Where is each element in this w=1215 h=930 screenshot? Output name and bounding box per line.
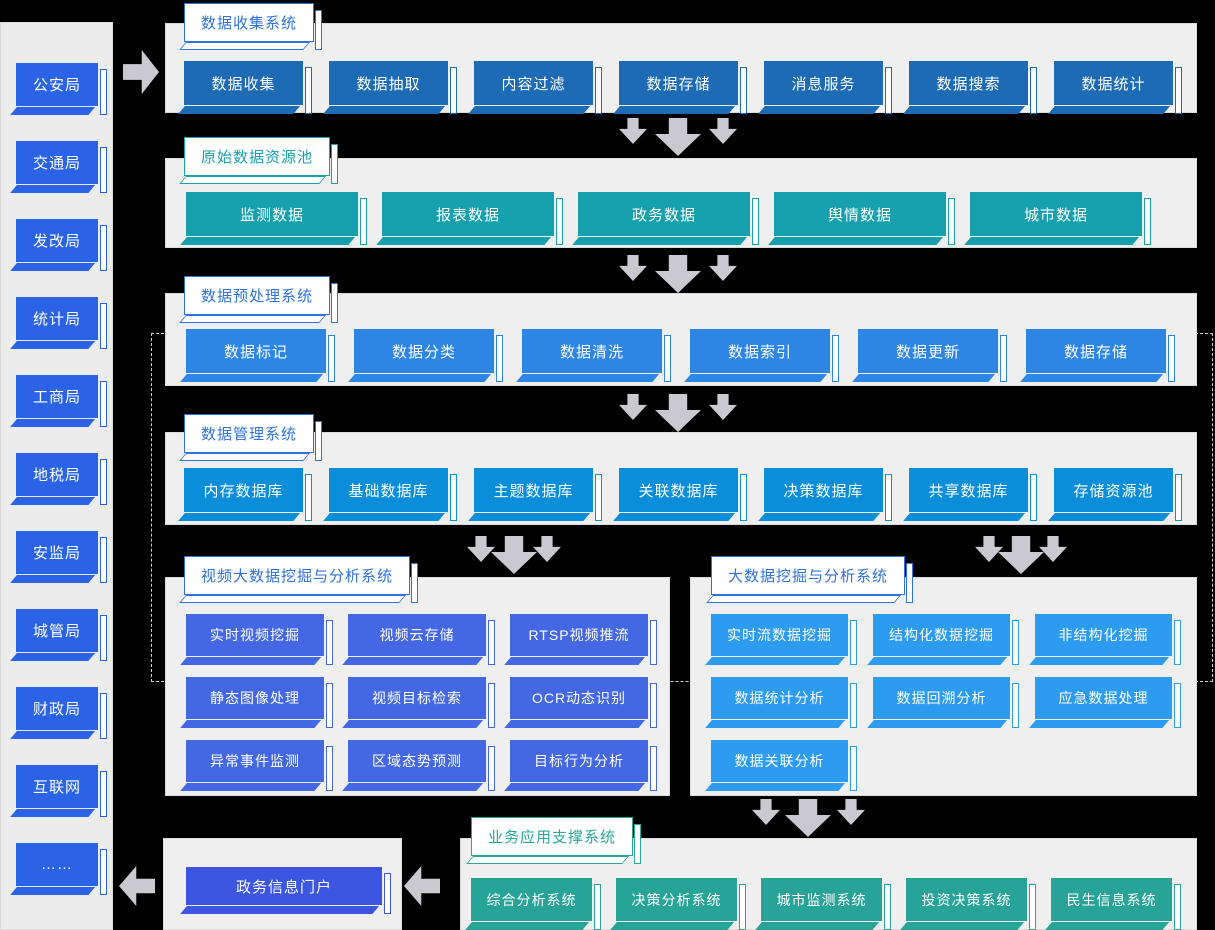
item-box: 视频云存储 (348, 614, 495, 665)
item-box: 监测数据 (186, 192, 367, 245)
portal-box: 政务信息门户 (186, 867, 391, 914)
left-arrow-icon (404, 866, 440, 906)
item-box: 政务数据 (578, 192, 759, 245)
item-box: 结构化数据挖掘 (873, 614, 1019, 665)
item-box: 安监局 (16, 531, 107, 583)
down-arrow-icon (752, 799, 780, 825)
item-box: 数据搜索 (909, 61, 1037, 114)
section-title: 数据管理系统 (184, 414, 323, 461)
preprocessing-items: 数据标记数据分类数据清洗数据索引数据更新数据存储 (186, 329, 1175, 382)
item-box: 数据标记 (186, 329, 335, 382)
item-box: 数据索引 (690, 329, 839, 382)
item-box: 目标行为分析 (510, 740, 657, 791)
video-mining-items: 实时视频挖掘视频云存储 RTSP视频推流静态图像处理视频目标检索 OCR动态识别异常… (186, 614, 657, 791)
portal-panel: 政务信息门户 (163, 838, 402, 930)
item-box: 内容过滤 (474, 61, 602, 114)
item-box: 发改局 (16, 219, 107, 271)
item-box: 统计局 (16, 297, 107, 349)
down-arrow-icon (655, 118, 701, 156)
section-title: 视频大数据挖掘与分析系统 (184, 556, 419, 603)
item-box: 报表数据 (382, 192, 563, 245)
item-box: 异常事件监测 (186, 740, 333, 791)
item-box: 民生信息系统 (1051, 878, 1181, 930)
item-box: 工商局 (16, 375, 107, 427)
item-box: 数据统计分析 (711, 677, 857, 728)
data-collection-items: 数据收集数据抽取内容过滤数据存储消息服务数据搜索数据统计 (184, 61, 1182, 114)
preprocessing-panel: 数据预处理系统 数据标记数据分类数据清洗数据索引数据更新数据存储 (165, 276, 1197, 386)
section-title: 原始数据资源池 (184, 137, 339, 184)
item-box: 关联数据库 (619, 468, 747, 521)
item-box: 数据关联分析 (711, 740, 857, 791)
item-box: 数据清洗 (522, 329, 671, 382)
item-box: 决策数据库 (764, 468, 892, 521)
item-box: 基础数据库 (329, 468, 457, 521)
item-box: 决策分析系统 (616, 878, 746, 930)
item-box: 投资决策系统 (906, 878, 1036, 930)
right-arrow-icon (123, 50, 159, 94)
item-box: 内存数据库 (184, 468, 312, 521)
item-box: 城市监测系统 (761, 878, 891, 930)
item-box: 数据更新 (858, 329, 1007, 382)
item-box: 数据存储 (619, 61, 747, 114)
video-mining-panel: 视频大数据挖掘与分析系统 实时视频挖掘视频云存储 RTSP视频推流静态图像处理视频… (165, 556, 670, 796)
item-box: 数据抽取 (329, 61, 457, 114)
left-arrow-icon (119, 866, 155, 906)
item-box: 共享数据库 (909, 468, 1037, 521)
bigdata-mining-items: 实时流数据挖掘结构化数据挖掘非结构化挖掘数据统计分析数据回溯分析应急数据处理数据… (711, 614, 1181, 791)
down-arrow-icon (619, 255, 647, 281)
business-support-items: 综合分析系统决策分析系统城市监测系统投资决策系统民生信息系统 (471, 878, 1181, 930)
item-box: 实时流数据挖掘 (711, 614, 857, 665)
item-box: 区域态势预测 (348, 740, 495, 791)
item-box: 存储资源池 (1054, 468, 1182, 521)
down-arrow-icon (837, 799, 865, 825)
down-arrow-icon (785, 799, 831, 837)
item-box: 消息服务 (764, 61, 892, 114)
section-title: 数据预处理系统 (184, 276, 339, 323)
item-box: 数据存储 (1026, 329, 1175, 382)
item-box: 公安局 (16, 63, 107, 115)
business-support-panel: 业务应用支撑系统 综合分析系统决策分析系统城市监测系统投资决策系统民生信息系统 (460, 817, 1197, 930)
item-box: 数据分类 (354, 329, 503, 382)
item-box: 财政局 (16, 687, 107, 739)
item-box: 综合分析系统 (471, 878, 601, 930)
item-box: 交通局 (16, 141, 107, 193)
item-box: 数据回溯分析 (873, 677, 1019, 728)
item-box: 实时视频挖掘 (186, 614, 333, 665)
section-title: 数据收集系统 (184, 3, 323, 50)
item-box: 城管局 (16, 609, 107, 661)
data-management-items: 内存数据库基础数据库主题数据库关联数据库决策数据库共享数据库存储资源池 (184, 468, 1182, 521)
item-box: 静态图像处理 (186, 677, 333, 728)
raw-data-pool-panel: 原始数据资源池 监测数据报表数据政务数据舆情数据城市数据 (165, 137, 1197, 248)
item-box: 数据统计 (1054, 61, 1182, 114)
source-bureaus-panel: 公安局交通局发改局统计局工商局地税局安监局城管局财政局互联网 …… (0, 22, 113, 930)
section-title: 大数据挖掘与分析系统 (711, 556, 914, 603)
down-arrow-icon (619, 118, 647, 144)
item-box: 非结构化挖掘 (1035, 614, 1181, 665)
data-collection-panel: 数据收集系统 数据收集数据抽取内容过滤数据存储消息服务数据搜索数据统计 (165, 3, 1197, 114)
item-box: OCR动态识别 (510, 677, 657, 728)
item-box: 应急数据处理 (1035, 677, 1181, 728)
down-arrow-icon (655, 255, 701, 293)
bigdata-mining-panel: 大数据挖掘与分析系统 实时流数据挖掘结构化数据挖掘非结构化挖掘数据统计分析数据回… (690, 556, 1197, 796)
item-box: …… (16, 843, 107, 895)
data-management-panel: 数据管理系统 内存数据库基础数据库主题数据库关联数据库决策数据库共享数据库存储资… (165, 414, 1197, 525)
item-box: 地税局 (16, 453, 107, 505)
item-box: 互联网 (16, 765, 107, 817)
item-box: 视频目标检索 (348, 677, 495, 728)
item-box: RTSP视频推流 (510, 614, 657, 665)
raw-data-pool-items: 监测数据报表数据政务数据舆情数据城市数据 (186, 192, 1151, 245)
section-title: 业务应用支撑系统 (471, 817, 642, 864)
item-box: 主题数据库 (474, 468, 602, 521)
source-bureaus-list: 公安局交通局发改局统计局工商局地税局安监局城管局财政局互联网 …… (16, 63, 107, 895)
down-arrow-icon (709, 118, 737, 144)
down-arrow-icon (709, 255, 737, 281)
item-box: 城市数据 (970, 192, 1151, 245)
item-box: 数据收集 (184, 61, 312, 114)
item-box: 舆情数据 (774, 192, 955, 245)
